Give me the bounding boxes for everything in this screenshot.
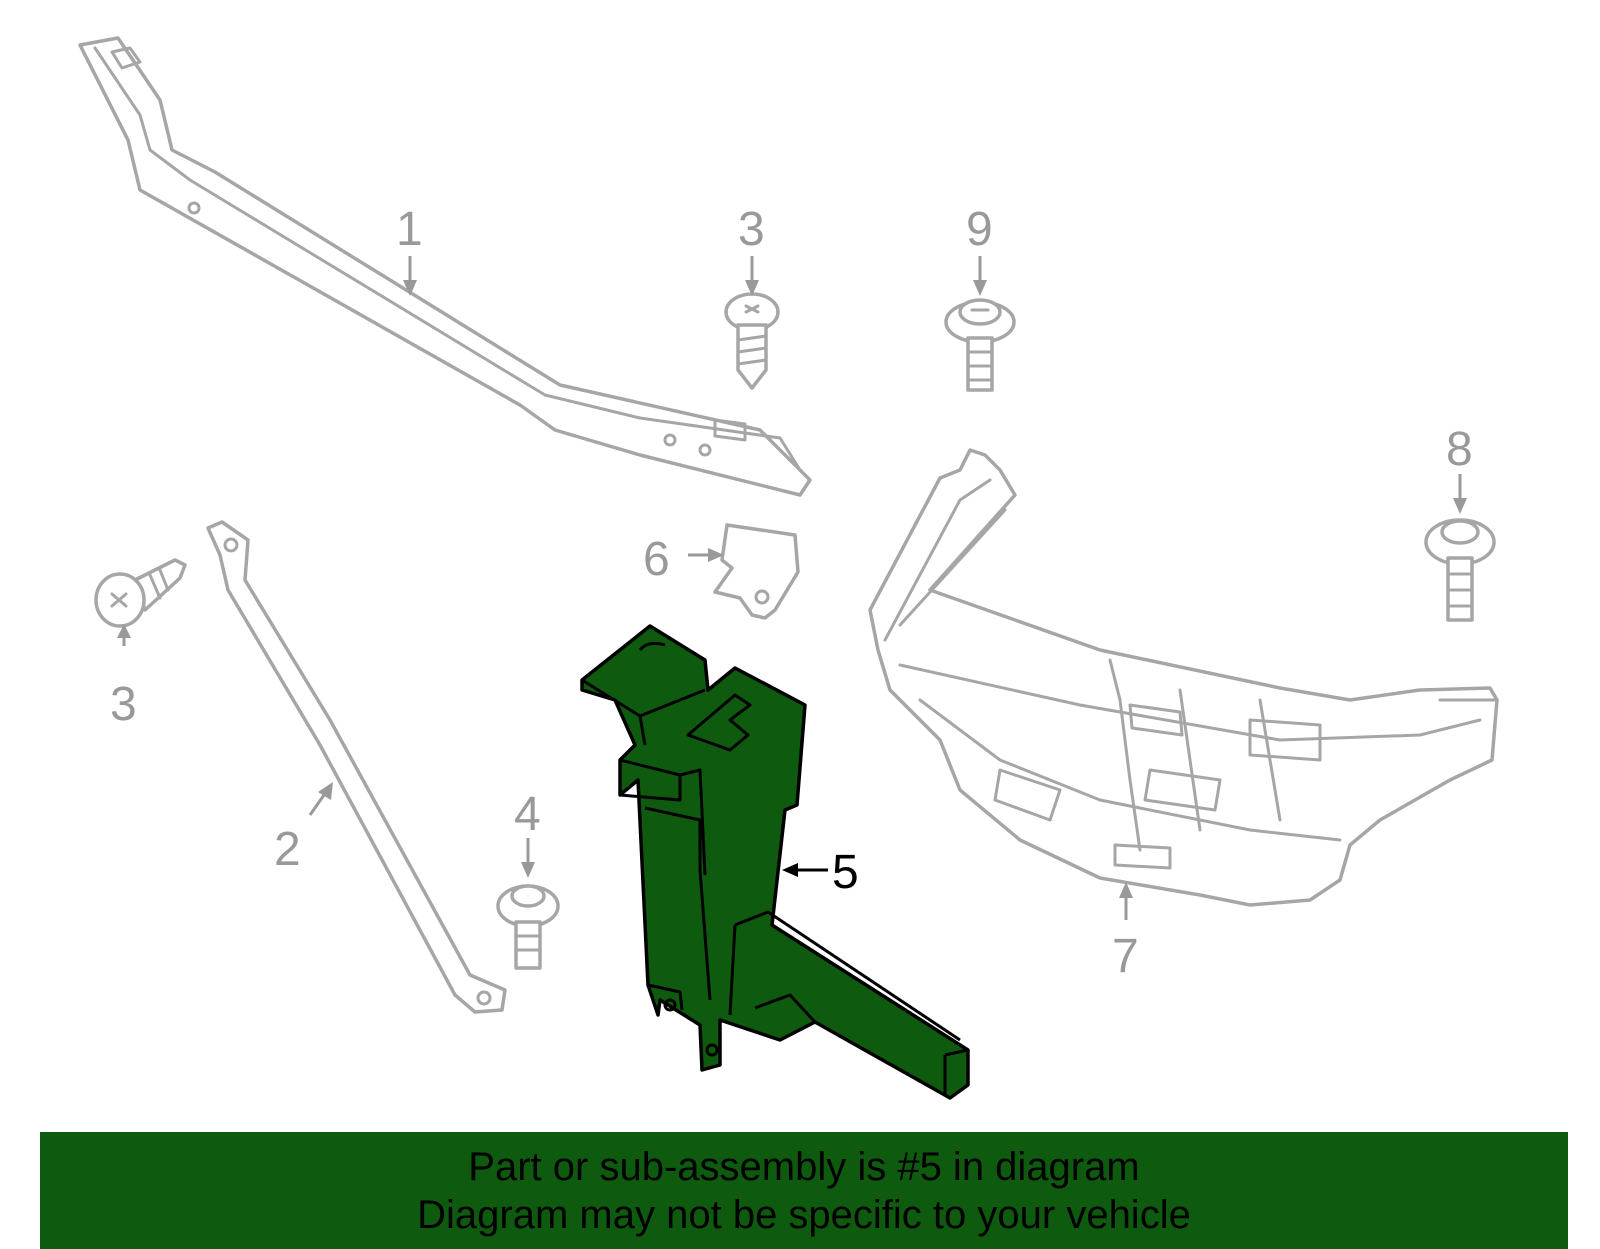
part-7-bracket-assembly bbox=[868, 448, 1499, 907]
callout-7: 7 bbox=[1112, 930, 1139, 983]
part-1-upper-tie-bar bbox=[78, 36, 812, 497]
part-3-screw-top bbox=[724, 292, 780, 390]
part-8-bolt bbox=[1424, 518, 1496, 622]
part-9-bolt bbox=[944, 298, 1016, 392]
callout-8: 8 bbox=[1446, 423, 1473, 476]
parts-diagram: 1 2 3 3 4 5 6 7 8 9 bbox=[78, 36, 1499, 1100]
part-2-brace bbox=[206, 520, 507, 1014]
callout-3-top: 3 bbox=[738, 203, 765, 256]
callout-1: 1 bbox=[396, 203, 423, 256]
callout-2: 2 bbox=[274, 823, 301, 876]
callout-4: 4 bbox=[514, 788, 541, 841]
part-5-highlighted-bracket bbox=[580, 624, 970, 1100]
callout-9: 9 bbox=[966, 203, 993, 256]
banner-line-part: Part or sub-assembly is #5 in diagram bbox=[468, 1144, 1140, 1189]
part-6-bracket bbox=[713, 523, 800, 620]
part-4-bolt bbox=[496, 884, 560, 970]
callout-5: 5 bbox=[832, 846, 859, 899]
part-3-screw-left bbox=[94, 558, 187, 628]
info-banner: Part or sub-assembly is #5 in diagram Di… bbox=[40, 1132, 1568, 1249]
callout-3-left: 3 bbox=[110, 678, 137, 731]
callout-6: 6 bbox=[643, 533, 670, 586]
banner-line-disclaimer: Diagram may not be specific to your vehi… bbox=[417, 1192, 1191, 1237]
callout-arrows bbox=[117, 256, 1467, 920]
